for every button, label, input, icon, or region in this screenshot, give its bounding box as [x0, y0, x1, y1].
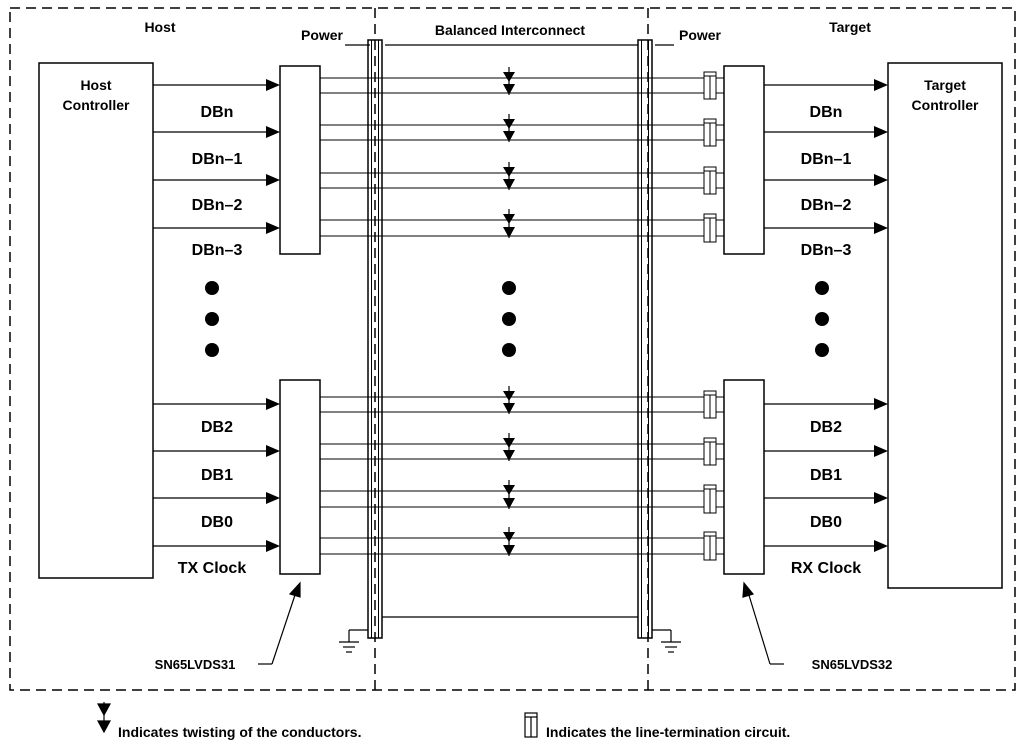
arrowhead	[266, 492, 280, 504]
twist-arrow	[503, 227, 515, 238]
arrowhead	[874, 126, 888, 138]
arrowhead	[266, 174, 280, 186]
twist-arrow	[503, 438, 515, 448]
left-signal-label: TX Clock	[178, 560, 247, 577]
arrowhead	[874, 398, 888, 410]
left-signal-label: DBn–2	[192, 197, 243, 214]
arrowhead	[874, 222, 888, 234]
right-signal-label: DBn–3	[801, 242, 852, 259]
left-signal-label: DB2	[201, 419, 233, 436]
left-signal-label: DBn–3	[192, 242, 243, 259]
left-signal-label: DBn	[201, 104, 234, 121]
shield-right	[637, 39, 653, 639]
twist-arrow	[503, 498, 515, 509]
twist-arrow	[503, 545, 515, 556]
twist-arrow	[503, 403, 515, 414]
left-signal-label: DB1	[201, 467, 233, 484]
shield-left	[367, 39, 383, 639]
twist-legend-icon	[96, 702, 112, 734]
driver-callout	[258, 581, 301, 665]
differential-pairs	[320, 77, 724, 555]
receiver-to-target-lines	[764, 79, 888, 552]
arrowhead	[874, 492, 888, 504]
twist-arrow	[503, 84, 515, 95]
ground-left	[339, 629, 368, 653]
arrowhead	[874, 79, 888, 91]
target-controller-box	[887, 62, 1003, 589]
twist-arrow	[503, 167, 515, 177]
left-signal-labels: DBn DBn–1 DBn–2 DBn–3 DB2 DB1 DB0 TX Clo…	[178, 104, 247, 577]
right-signal-label: DB1	[810, 467, 842, 484]
twist-arrow	[503, 179, 515, 190]
target-controller-line1: Target	[924, 77, 966, 93]
power-right-title: Power	[679, 27, 722, 43]
right-signal-label: RX Clock	[791, 560, 861, 577]
host-controller-line2: Controller	[63, 97, 130, 113]
receiver-chip-lower	[723, 379, 765, 575]
arrowhead	[266, 398, 280, 410]
twist-arrow	[503, 485, 515, 495]
target-region-title: Target	[829, 19, 871, 35]
arrowhead	[266, 445, 280, 457]
right-signal-label: DBn–2	[801, 197, 852, 214]
receiver-part-label: SN65LVDS32	[812, 657, 893, 672]
ellipsis-dots	[205, 281, 829, 357]
twist-arrow	[503, 72, 515, 82]
arrowhead	[266, 222, 280, 234]
receiver-chip-upper	[723, 65, 765, 255]
twist-arrow	[503, 131, 515, 142]
host-controller-box	[38, 62, 154, 579]
driver-chip-lower	[279, 379, 321, 575]
host-to-driver-lines	[153, 79, 280, 552]
twist-legend-text: Indicates twisting of the conductors.	[118, 724, 361, 740]
termination-circuits	[703, 71, 717, 561]
termination-legend-text: Indicates the line-termination circuit.	[546, 724, 790, 740]
twist-arrow	[503, 391, 515, 401]
target-controller-line2: Controller	[912, 97, 979, 113]
arrowhead	[874, 445, 888, 457]
host-controller-line1: Host	[80, 77, 111, 93]
driver-part-label: SN65LVDS31	[155, 657, 236, 672]
arrowhead	[266, 540, 280, 552]
arrowhead	[874, 540, 888, 552]
ground-right	[652, 629, 681, 653]
driver-chip-upper	[279, 65, 321, 255]
twist-arrow	[503, 532, 515, 542]
left-signal-label: DB0	[201, 514, 233, 531]
arrowhead	[266, 79, 280, 91]
termination-legend-icon	[524, 712, 538, 738]
right-signal-label: DB0	[810, 514, 842, 531]
left-signal-label: DBn–1	[192, 151, 243, 168]
twist-arrow	[503, 119, 515, 129]
twist-arrow	[503, 214, 515, 224]
host-region-title: Host	[144, 19, 175, 35]
right-signal-label: DBn	[810, 104, 843, 121]
arrowhead	[874, 174, 888, 186]
twist-markers	[503, 67, 515, 556]
right-signal-label: DBn–1	[801, 151, 852, 168]
twist-arrow	[503, 450, 515, 461]
interconnect-title: Balanced Interconnect	[435, 22, 585, 38]
right-signal-labels: DBn DBn–1 DBn–2 DBn–3 DB2 DB1 DB0 RX Clo…	[791, 104, 861, 577]
arrowhead	[266, 126, 280, 138]
receiver-callout	[742, 581, 784, 665]
right-signal-label: DB2	[810, 419, 842, 436]
power-left-title: Power	[301, 27, 344, 43]
